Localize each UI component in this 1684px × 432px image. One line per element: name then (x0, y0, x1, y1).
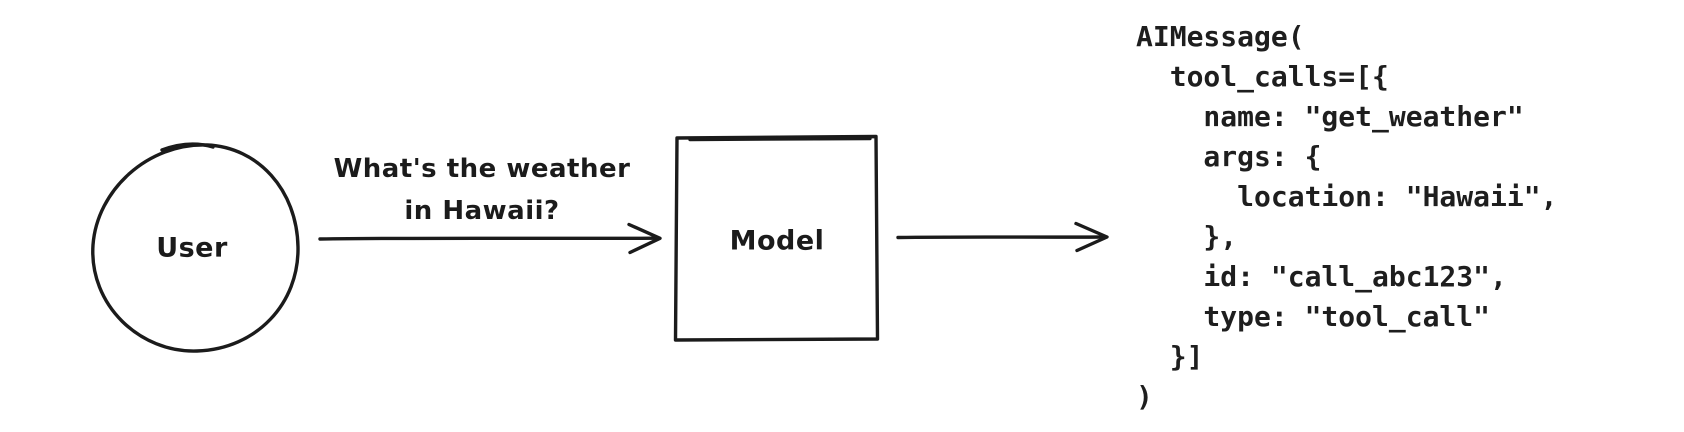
user-message-label: What's the weather in Hawaii? (334, 148, 631, 232)
user-message-line2: in Hawaii? (404, 196, 560, 226)
user-node-label: User (156, 232, 228, 264)
model-node-label: Model (729, 225, 825, 257)
model-box-shape (673, 134, 880, 342)
user-circle-shape (91, 142, 300, 353)
user-to-model-arrow (318, 222, 662, 255)
aimessage-code-block: AIMessage( tool_calls=[{ name: "get_weat… (1136, 20, 1558, 413)
user-message-line1: What's the weather (333, 154, 631, 184)
model-to-output-arrow (896, 221, 1109, 253)
